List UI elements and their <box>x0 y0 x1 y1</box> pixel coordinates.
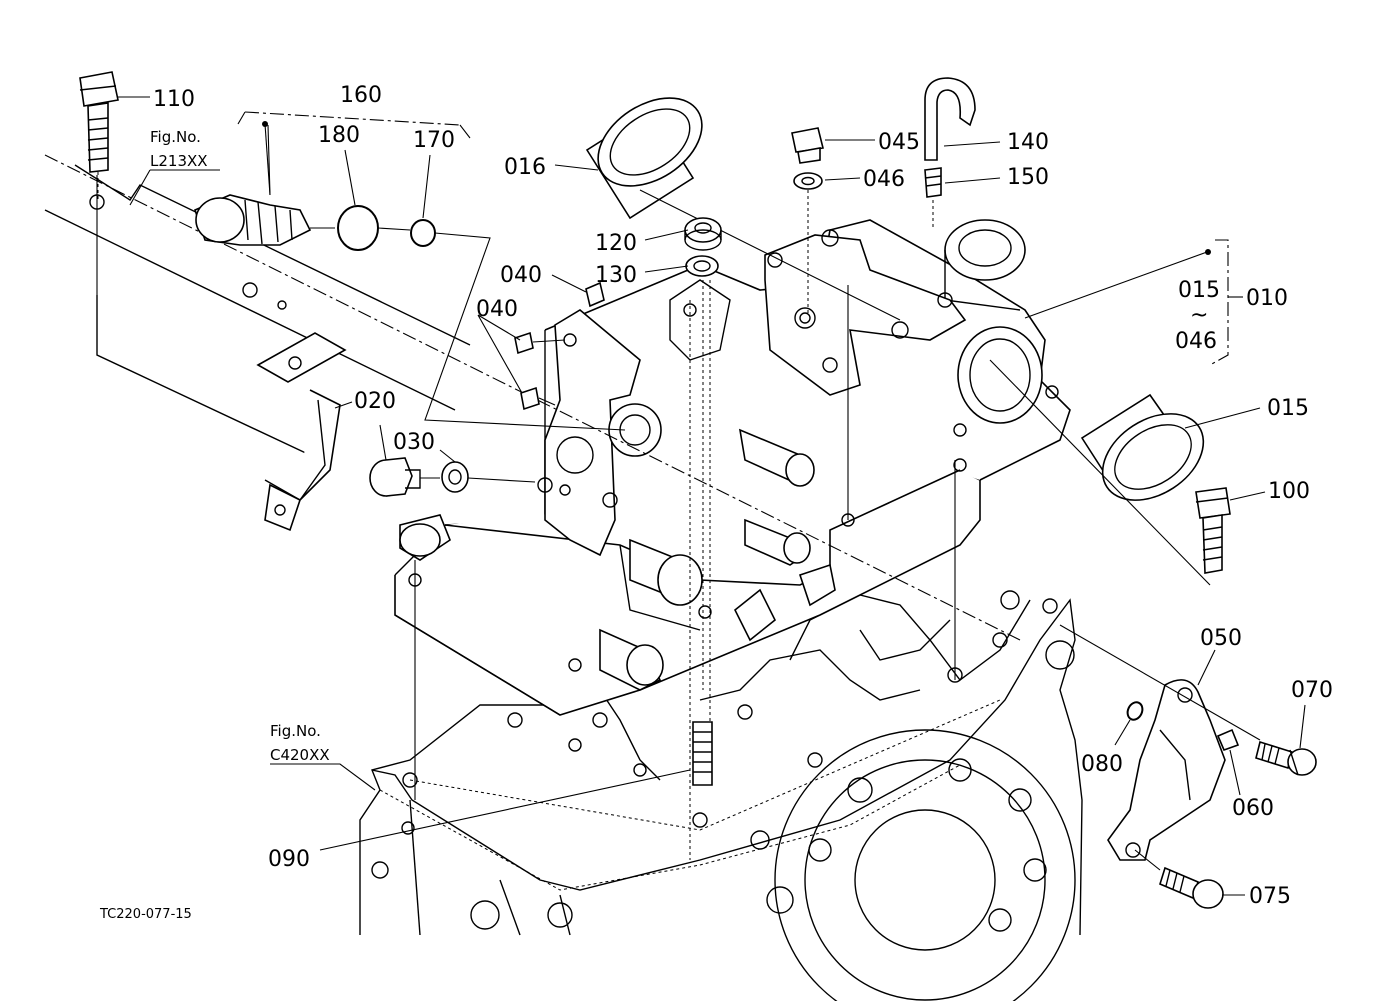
washer-046 <box>793 172 823 190</box>
gear-case <box>394 219 1071 716</box>
bushing-016 <box>585 97 901 321</box>
label-015-range-start: 015 <box>1178 278 1220 303</box>
label-160: 160 <box>340 83 382 108</box>
washer-030 <box>441 461 469 493</box>
engine-block <box>359 590 1083 1001</box>
bracket-050 <box>1107 679 1226 861</box>
plug-040 <box>514 281 605 411</box>
washer-130 <box>685 255 719 277</box>
label-040-upper: 040 <box>500 263 542 288</box>
label-070: 070 <box>1291 678 1333 703</box>
label-140: 140 <box>1007 130 1049 155</box>
bolt-070 <box>1255 740 1317 776</box>
fig-ref-code-top: L213XX <box>150 152 208 170</box>
bolt-100 <box>1195 487 1231 574</box>
leader-lines <box>118 96 1306 896</box>
label-020: 020 <box>354 389 396 414</box>
fig-ref-title-bottom: Fig.No. <box>270 722 321 740</box>
nut-120 <box>684 217 722 251</box>
label-030: 030 <box>393 430 435 455</box>
nipple-150 <box>924 167 942 198</box>
label-100: 100 <box>1268 479 1310 504</box>
label-075: 075 <box>1249 884 1291 909</box>
hose-140 <box>924 77 976 161</box>
label-180: 180 <box>318 123 360 148</box>
label-046: 046 <box>863 167 905 192</box>
label-range-tilde: ~ <box>1190 303 1208 328</box>
label-170: 170 <box>413 128 455 153</box>
drawing-code: TC220-077-15 <box>99 907 192 922</box>
figure-references: Fig.No. L213XX Fig.No. C420XX <box>150 128 330 764</box>
label-080: 080 <box>1081 752 1123 777</box>
plug-060 <box>1216 728 1240 752</box>
label-090: 090 <box>268 847 310 872</box>
bushing-015 <box>1080 393 1205 501</box>
label-060: 060 <box>1232 796 1274 821</box>
label-120: 120 <box>595 231 637 256</box>
label-010: 010 <box>1246 286 1288 311</box>
label-150: 150 <box>1007 165 1049 190</box>
bolt-110 <box>79 71 119 202</box>
label-016: 016 <box>504 155 546 180</box>
label-046-range-end: 046 <box>1175 329 1217 354</box>
label-015: 015 <box>1267 396 1309 421</box>
label-110: 110 <box>153 87 195 112</box>
fig-ref-title-top: Fig.No. <box>150 128 201 146</box>
label-130: 130 <box>595 263 637 288</box>
bolt-075 <box>1159 866 1224 909</box>
plug-045 <box>791 127 824 164</box>
label-040-lower: 040 <box>476 297 518 322</box>
sensor-assembly <box>194 111 626 431</box>
o-ring-080 <box>1126 701 1144 721</box>
label-050: 050 <box>1200 626 1242 651</box>
fig-ref-code-bottom: C420XX <box>270 746 330 764</box>
part-labels: 110 160 180 170 016 120 130 040 040 045 … <box>153 83 1333 909</box>
stud-090 <box>692 721 713 786</box>
label-045: 045 <box>878 130 920 155</box>
plug-020 <box>369 457 421 497</box>
